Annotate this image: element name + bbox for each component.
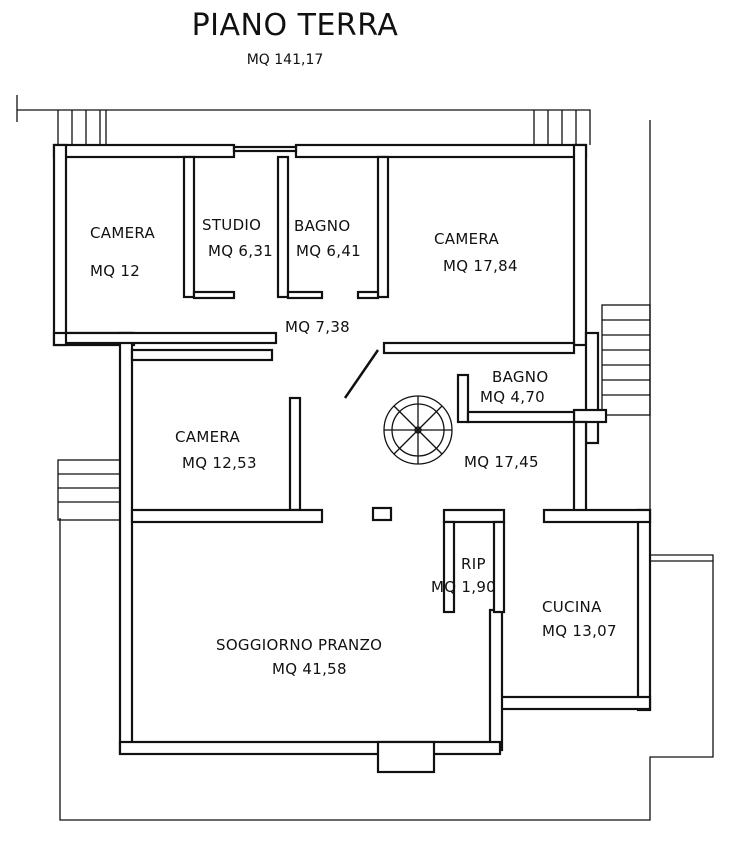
room-name: CAMERA [434, 230, 500, 248]
spiral-staircase [383, 395, 453, 465]
room-name: RIP [461, 555, 486, 573]
room-area: MQ 4,70 [480, 388, 546, 406]
interior-walls [64, 155, 652, 614]
room-name: STUDIO [202, 216, 262, 234]
floor-title: PIANO TERRA [191, 8, 399, 43]
east-stairs [601, 304, 651, 416]
room-area: MQ 7,38 [285, 318, 351, 336]
room-name: CUCINA [542, 598, 602, 616]
north-terrace-steps [57, 110, 577, 145]
total-area: MQ 141,17 [246, 52, 324, 68]
room-area: MQ 1,90 [431, 578, 497, 596]
west-stairs [57, 459, 121, 521]
room-area: MQ 6,41 [296, 242, 362, 260]
room-name: BAGNO [492, 368, 549, 386]
room-area: MQ 12,53 [182, 454, 257, 472]
room-name: CAMERA [90, 224, 156, 242]
room-area: MQ 41,58 [272, 660, 347, 678]
room-area: MQ 6,31 [208, 242, 274, 260]
room-name: SOGGIORNO PRANZO [216, 636, 383, 654]
room-name: CAMERA [175, 428, 241, 446]
room-area: MQ 13,07 [542, 622, 617, 640]
room-area: MQ 12 [90, 262, 141, 280]
room-area: MQ 17,84 [443, 257, 518, 275]
room-name: BAGNO [294, 217, 351, 235]
room-area: MQ 17,45 [464, 453, 539, 471]
